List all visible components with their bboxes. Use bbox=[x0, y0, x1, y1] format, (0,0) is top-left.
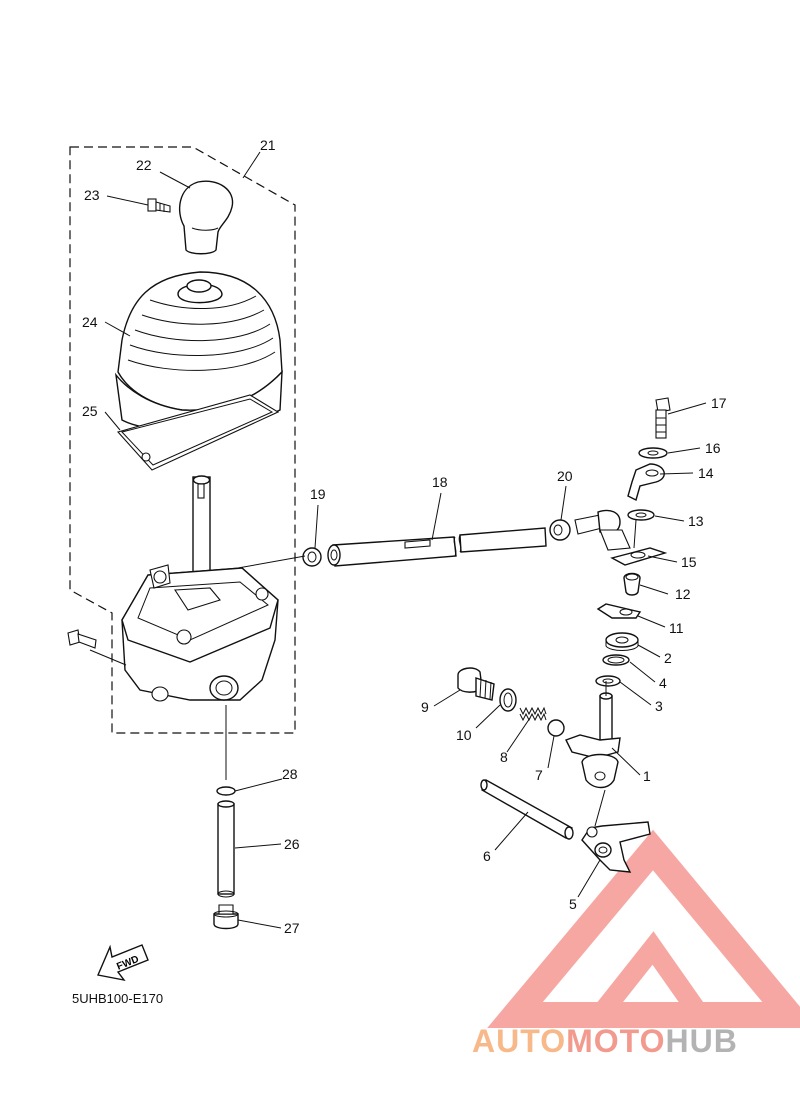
o-ring-28 bbox=[216, 786, 236, 796]
callout-18: 18 bbox=[432, 474, 448, 490]
plate-15 bbox=[610, 547, 668, 566]
callout-14: 14 bbox=[698, 465, 714, 481]
collar-13 bbox=[627, 509, 655, 549]
callout-3: 3 bbox=[655, 698, 663, 714]
callout-19: 19 bbox=[310, 486, 326, 502]
callout-27: 27 bbox=[284, 920, 300, 936]
callout-21: 21 bbox=[260, 137, 276, 153]
washer-16 bbox=[638, 447, 668, 459]
leader-lines bbox=[89, 151, 707, 929]
callout-20: 20 bbox=[557, 468, 573, 484]
washer-19 bbox=[302, 547, 322, 567]
watermark-moto: MOTO bbox=[566, 1023, 665, 1059]
pin-26 bbox=[217, 800, 235, 898]
ball-7 bbox=[547, 719, 565, 737]
callout-12: 12 bbox=[675, 586, 691, 602]
plug-9 bbox=[457, 667, 495, 701]
callout-25: 25 bbox=[82, 403, 98, 419]
callout-13: 13 bbox=[688, 513, 704, 529]
spring-8 bbox=[519, 706, 547, 722]
plate-11 bbox=[596, 603, 642, 619]
housing-bolt bbox=[67, 629, 97, 649]
gasket-10 bbox=[499, 688, 517, 712]
washer-3 bbox=[595, 675, 621, 687]
callout-1: 1 bbox=[643, 768, 651, 784]
washer-2 bbox=[605, 632, 639, 651]
callout-6: 6 bbox=[483, 848, 491, 864]
rod-end bbox=[574, 509, 631, 551]
fwd-arrow-icon: FWD bbox=[97, 944, 149, 982]
callout-26: 26 bbox=[284, 836, 300, 852]
callouts: 1 2 3 4 5 6 7 8 9 10 11 12 13 14 15 16 1… bbox=[82, 137, 727, 936]
callout-2: 2 bbox=[664, 650, 672, 666]
fork-rod bbox=[480, 779, 574, 840]
callout-11: 11 bbox=[669, 620, 684, 636]
shift-housing bbox=[121, 564, 279, 702]
shift-shaft bbox=[565, 692, 621, 789]
knob-screw bbox=[147, 198, 171, 213]
callout-17: 17 bbox=[711, 395, 727, 411]
watermark-text: AUTOMOTOHUB bbox=[472, 1023, 738, 1059]
callout-9: 9 bbox=[421, 699, 429, 715]
shift-fork bbox=[581, 821, 651, 873]
watermark-auto: AUTO bbox=[472, 1023, 566, 1059]
watermark-logo-icon bbox=[487, 829, 800, 1028]
shift-boot bbox=[114, 271, 283, 431]
watermark-hub: HUB bbox=[665, 1023, 737, 1059]
callout-4: 4 bbox=[659, 675, 667, 691]
callout-15: 15 bbox=[681, 554, 697, 570]
bracket-14 bbox=[627, 463, 665, 502]
callout-10: 10 bbox=[456, 727, 472, 743]
callout-23: 23 bbox=[84, 187, 100, 203]
shift-lever bbox=[192, 475, 211, 578]
bolt-17 bbox=[655, 397, 671, 439]
callout-22: 22 bbox=[136, 157, 152, 173]
shift-rod bbox=[327, 527, 547, 567]
callout-28: 28 bbox=[282, 766, 298, 782]
callout-16: 16 bbox=[705, 440, 721, 456]
diagram-code: 5UHB100-E170 bbox=[72, 991, 163, 1006]
shift-knob bbox=[178, 180, 234, 255]
boot-gasket bbox=[117, 394, 280, 471]
callout-7: 7 bbox=[535, 767, 543, 783]
assembly-boundary bbox=[69, 146, 296, 734]
callout-24: 24 bbox=[82, 314, 98, 330]
plug-27 bbox=[213, 904, 239, 930]
callout-8: 8 bbox=[500, 749, 508, 765]
collar-12 bbox=[623, 572, 641, 596]
circlip-4 bbox=[602, 654, 630, 666]
callout-5: 5 bbox=[569, 896, 577, 912]
nut-20 bbox=[549, 519, 571, 541]
